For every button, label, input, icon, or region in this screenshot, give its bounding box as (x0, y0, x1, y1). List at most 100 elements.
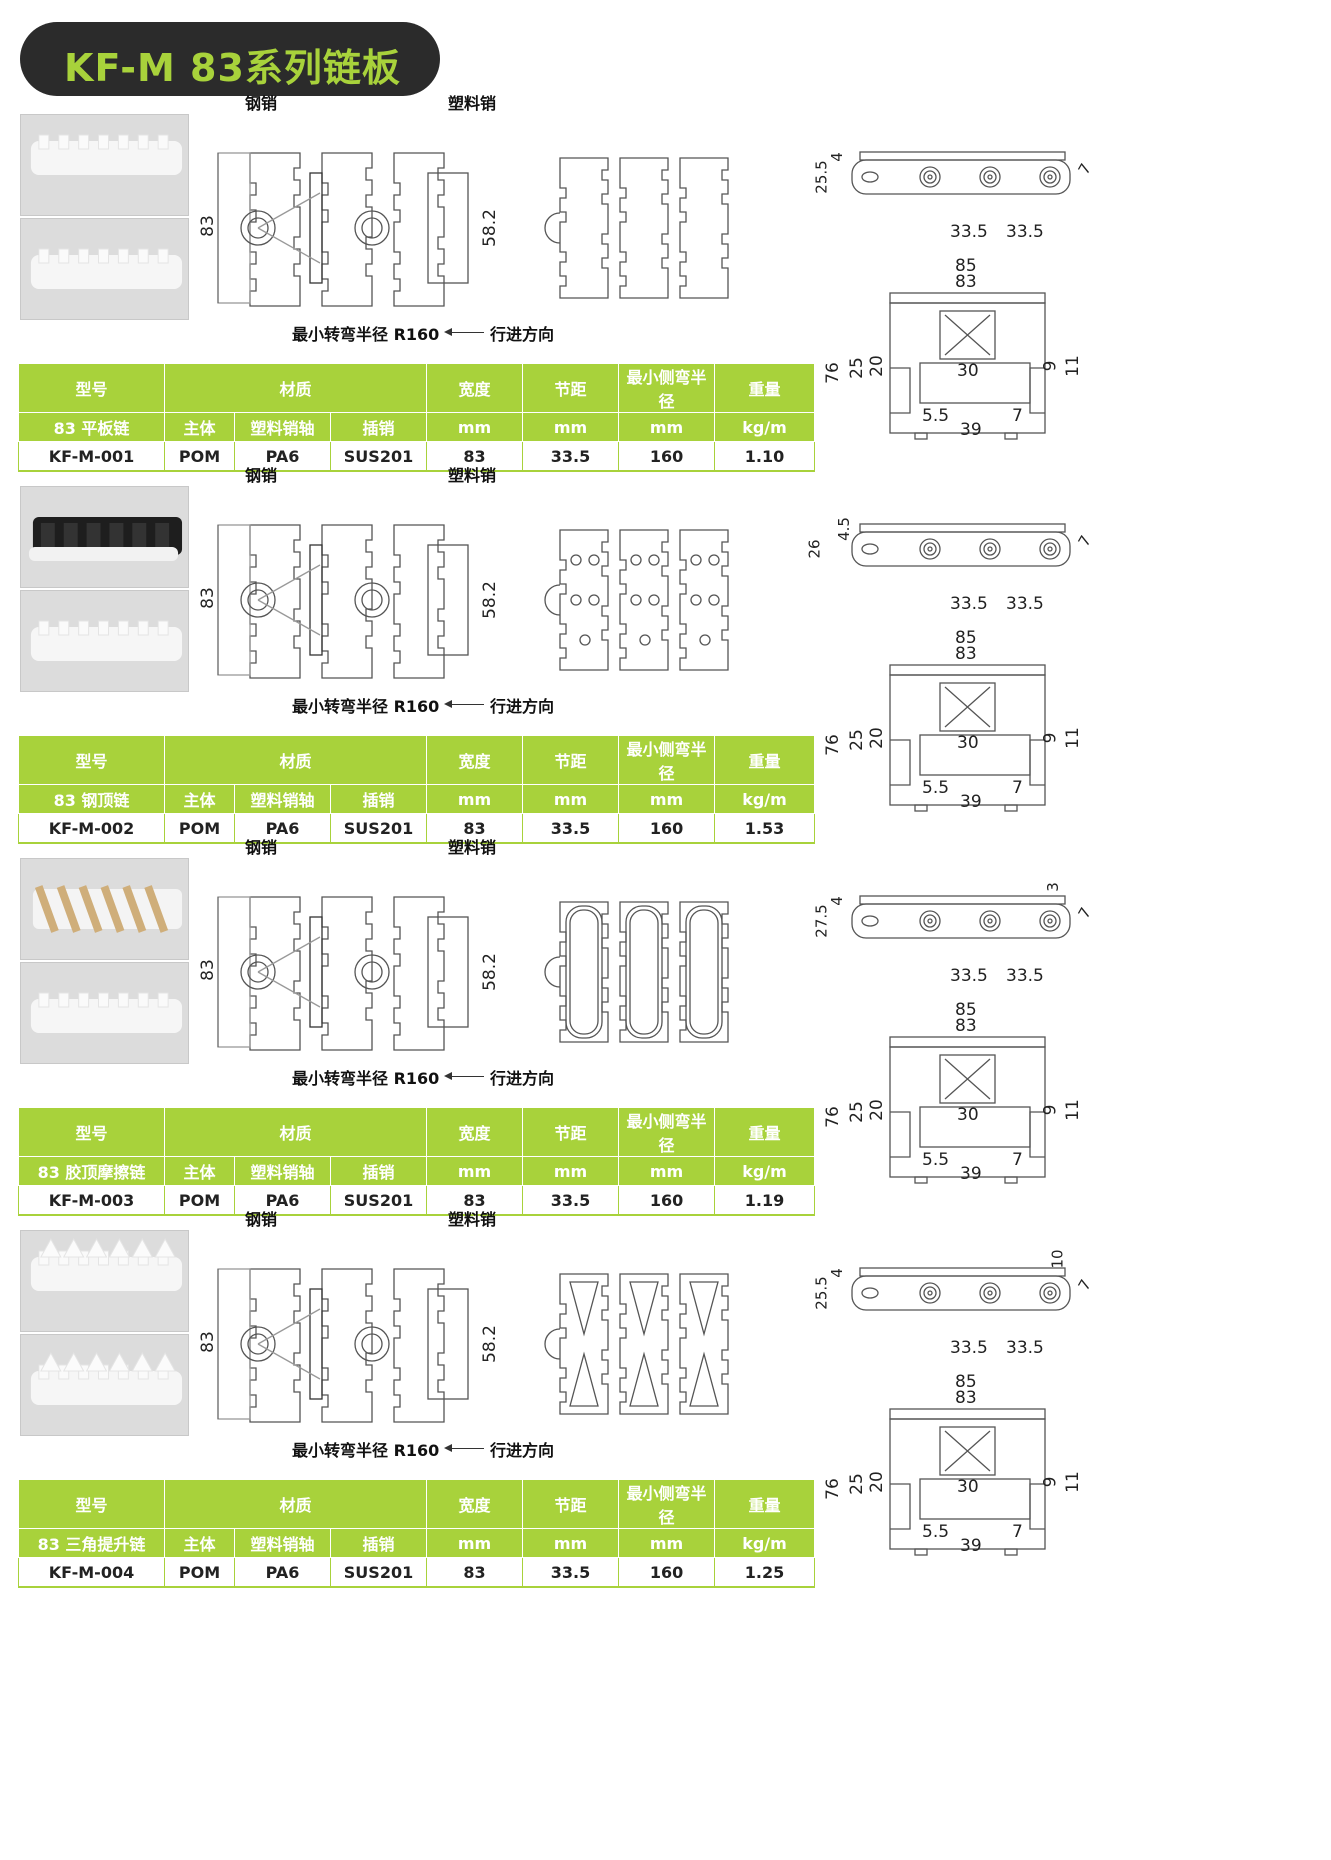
unit-width: mm (426, 1528, 524, 1558)
header-weight: 重量 (714, 363, 816, 413)
unit-weight: kg/m (714, 412, 816, 442)
dim-58-2: 58.2 (479, 581, 500, 619)
unit-pitch: mm (522, 784, 620, 814)
value-width: 83 (426, 1557, 524, 1588)
header-width: 宽度 (426, 363, 524, 413)
header-pin: 插销 (329, 412, 428, 442)
value-weight: 1.19 (714, 1185, 816, 1216)
direction-label: 行进方向 (490, 697, 555, 716)
header-plastic-axle: 塑料销轴 (234, 784, 331, 814)
header-plastic-axle: 塑料销轴 (234, 412, 331, 442)
steel-pin-label: 钢销 (245, 838, 278, 857)
header-material: 材质 (163, 363, 428, 413)
product-photo-top (20, 486, 189, 588)
header-plastic-axle: 塑料销轴 (234, 1156, 331, 1186)
dim-85: 85 (955, 628, 977, 648)
product-code: KF-M-004 (18, 1557, 165, 1588)
product-photo-top (20, 114, 189, 216)
unit-radius: mm (618, 784, 716, 814)
unit-radius: mm (618, 1528, 716, 1558)
page-title: KF-M 83系列链板 (64, 46, 401, 90)
chain-plate-drawing (540, 148, 750, 308)
dim-58-2: 58.2 (479, 1325, 500, 1363)
dim-11: 11 (1062, 1471, 1083, 1493)
direction-label: 行进方向 (490, 325, 555, 344)
dim-7: 7 (1012, 406, 1023, 426)
dim-5-5: 5.5 (922, 778, 950, 798)
dim-76: 76 (822, 362, 843, 384)
dim-20: 20 (866, 1099, 887, 1121)
value-weight: 1.25 (714, 1557, 816, 1588)
header-body: 主体 (164, 784, 235, 814)
chain-plate-drawing (540, 892, 750, 1052)
direction-arrow (448, 1448, 484, 1449)
unit-pitch: mm (522, 1528, 620, 1558)
header-min-side-radius: 最小侧弯半径 (618, 735, 716, 785)
dim-85: 85 (955, 1000, 977, 1020)
dim-58-2: 58.2 (479, 953, 500, 991)
value-axle: PA6 (234, 1557, 331, 1588)
dim-side-extra: 3 (1043, 882, 1062, 892)
chain-top-view-drawing (210, 133, 510, 353)
steel-pin-label: 钢销 (245, 466, 278, 485)
value-radius: 160 (618, 1557, 716, 1588)
direction-arrow (448, 1076, 484, 1077)
product-photo-top (20, 858, 189, 960)
dim-width-83: 83 (197, 959, 218, 981)
direction-label: 行进方向 (490, 1441, 555, 1460)
product-code: KF-M-002 (18, 813, 165, 844)
value-weight: 1.53 (714, 813, 816, 844)
table-header-row: 型号材质宽度节距最小侧弯半径重量 (18, 1107, 816, 1157)
product-name: 83 钢顶链 (18, 784, 165, 814)
dim-width-83: 83 (197, 1331, 218, 1353)
header-pin: 插销 (329, 1156, 428, 1186)
dim-5-5: 5.5 (922, 1522, 950, 1542)
value-body: POM (164, 1185, 235, 1216)
header-width: 宽度 (426, 1479, 524, 1529)
value-pin: SUS201 (329, 1185, 428, 1216)
dim-side-height: 26 (805, 539, 824, 559)
dim-25: 25 (846, 1101, 867, 1123)
value-pitch: 33.5 (522, 1557, 620, 1588)
header-width: 宽度 (426, 735, 524, 785)
unit-width: mm (426, 412, 524, 442)
direction-arrow-head-icon (444, 700, 452, 708)
min-turn-radius-label: 最小转弯半径 R160 (292, 1441, 440, 1460)
header-pitch: 节距 (522, 363, 620, 413)
dim-5-5: 5.5 (922, 1150, 950, 1170)
header-model: 型号 (18, 1479, 165, 1529)
product-code: KF-M-001 (18, 441, 165, 472)
header-pitch: 节距 (522, 1107, 620, 1157)
steel-pin-label: 钢销 (245, 1210, 278, 1229)
direction-arrow-head-icon (444, 1072, 452, 1080)
dim-side-height: 25.5 (812, 1276, 831, 1310)
table-header-row: 型号材质宽度节距最小侧弯半径重量 (18, 363, 816, 413)
product-photo-bottom (20, 962, 189, 1064)
dim-pitch-a: 33.5 (950, 966, 988, 986)
chain-side-view-drawing (830, 138, 1090, 218)
dim-7: 7 (1012, 778, 1023, 798)
chain-top-view-drawing (210, 505, 510, 725)
header-min-side-radius: 最小侧弯半径 (618, 1107, 716, 1157)
steel-pin-label: 钢销 (245, 94, 278, 113)
page-title-banner: KF-M 83系列链板 (20, 22, 440, 96)
header-material: 材质 (163, 1479, 428, 1529)
dim-11: 11 (1062, 727, 1083, 749)
min-turn-radius-label: 最小转弯半径 R160 (292, 697, 440, 716)
min-turn-radius-label: 最小转弯半径 R160 (292, 325, 440, 344)
chain-side-view-drawing (830, 1254, 1090, 1334)
dim-9: 9 (1040, 360, 1061, 372)
dim-pitch-b: 33.5 (1006, 966, 1044, 986)
dim-76: 76 (822, 1106, 843, 1128)
dim-20: 20 (866, 727, 887, 749)
dim-7: 7 (1012, 1522, 1023, 1542)
table-header-row: 型号材质宽度节距最小侧弯半径重量 (18, 735, 816, 785)
dim-pitch-a: 33.5 (950, 222, 988, 242)
value-body: POM (164, 1557, 235, 1588)
